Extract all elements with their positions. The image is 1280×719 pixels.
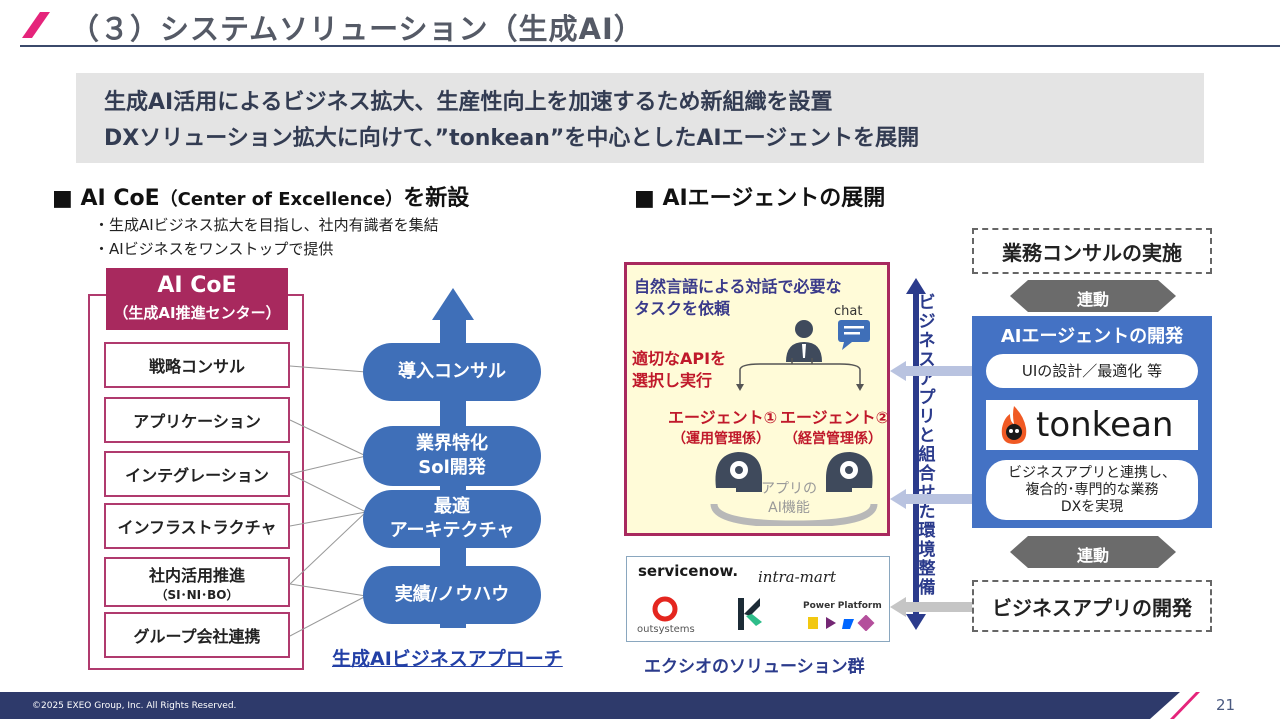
header-slash-icon — [22, 12, 50, 38]
heading-main: ■ AI CoE — [52, 186, 160, 211]
copyright: ©2025 EXEO Group, Inc. All Rights Reserv… — [32, 701, 237, 711]
bullet-2: ・AIビジネスをワンストップで提供 — [94, 240, 334, 258]
ui-design-pill: UIの設計／最適化 等 — [986, 354, 1198, 388]
routing-arrows — [736, 358, 864, 391]
banner-line-1: 生成AI活用によるビジネス拡大、生産性向上を加速するため新組織を設置 — [104, 90, 833, 115]
coe-item-internal: 社内活用推進 （SI･NI･BO） — [104, 557, 290, 607]
dx-desc-pill: ビジネスアプリと連携し、 複合的･専門的な業務 DXを実現 — [986, 460, 1198, 520]
outsystems-logo: outsystems — [637, 624, 695, 635]
coe-item-label: アプリケーション — [133, 412, 261, 431]
desc-line-1: ビジネスアプリと連携し、 — [1008, 464, 1176, 481]
pill-label-2: Sol開発 — [418, 457, 486, 478]
agent-1-label: エージェント① — [668, 408, 778, 427]
coe-item-sub: （SI･NI･BO） — [155, 587, 239, 602]
link-label-1: 連動 — [1076, 290, 1109, 309]
coe-item-label: グループ会社連携 — [133, 627, 261, 646]
coe-item-label: 戦略コンサル — [148, 357, 245, 376]
heading-paren: （Center of Excellence） — [159, 189, 404, 210]
environment-arrow — [906, 278, 926, 630]
brain-gear-icon-left — [715, 452, 762, 492]
left-section-heading: ■ AI CoE（Center of Excellence）を新設 — [52, 180, 469, 212]
tonkean-flame-icon — [1001, 406, 1027, 444]
servicenow-logo: servicenow. — [638, 562, 739, 580]
pill-consulting: 導入コンサル — [363, 343, 541, 401]
summary-banner: 生成AI活用によるビジネス拡大、生産性向上を加速するため新組織を設置 DXソリュ… — [76, 73, 1204, 163]
coe-item-label: 社内活用推進 — [148, 565, 245, 585]
page-number: 21 — [1216, 696, 1236, 714]
task-text: 自然言語による対話で必要な タスクを依頼 — [634, 276, 842, 320]
k-logo-icon — [738, 598, 762, 630]
brain-gear-icon-right — [826, 452, 873, 492]
api-text: 適切なAPIを 選択し実行 — [632, 348, 726, 392]
footer-slash-icon — [1150, 692, 1200, 719]
pill-label: 導入コンサル — [398, 361, 506, 382]
pill-label-2: アーキテクチャ — [389, 520, 515, 541]
pill-label: 実績/ノウハウ — [394, 584, 510, 605]
api-line-2: 選択し実行 — [632, 371, 713, 390]
consulting-box: 業務コンサルの実施 — [972, 228, 1212, 274]
approach-label: 生成AIビジネスアプローチ — [332, 648, 563, 670]
agent-2-label: エージェント② — [780, 408, 890, 427]
agent-2: エージェント② （経営管理係） — [780, 404, 890, 448]
right-section-heading: ■ AIエージェントの展開 — [634, 186, 886, 211]
coe-item-infrastructure: インフラストラクチャ — [104, 503, 290, 549]
banner-line-2: DXソリューション拡大に向けて、”tonkean”を中心としたAIエージェントを… — [104, 126, 920, 151]
powerplatform-icons — [808, 615, 875, 631]
chat-icon — [838, 320, 870, 350]
coe-item-label: インフラストラクチャ — [117, 518, 277, 537]
agent-dev-title: AIエージェントの開発 — [1000, 326, 1184, 347]
pill-industry: 業界特化 Sol開発 — [363, 426, 541, 486]
pill-label: 最適 — [434, 496, 470, 517]
footer-bar — [0, 692, 1200, 719]
pill-knowhow: 実績/ノウハウ — [363, 566, 541, 624]
intramart-logo: intra-mart — [758, 568, 837, 586]
link-arrow-2 — [1010, 536, 1176, 568]
bizapp-dev-box: ビジネスアプリの開発 — [972, 580, 1212, 632]
outsystems-icon — [652, 596, 678, 622]
ai-function-label: アプリの AI機能 — [756, 480, 822, 518]
chat-label: chat — [834, 304, 863, 319]
desc-line-2: 複合的･専門的な業務 — [1025, 481, 1159, 498]
solutions-label: エクシオのソリューション群 — [644, 657, 865, 677]
coe-item-application: アプリケーション — [104, 397, 290, 443]
coe-item-group: グループ会社連携 — [104, 612, 290, 658]
coe-item-label: インテグレーション — [125, 466, 269, 485]
coe-item-strategy: 戦略コンサル — [104, 342, 290, 388]
person-icon — [786, 320, 822, 362]
header-divider — [20, 45, 1280, 47]
link-arrow-1 — [1010, 280, 1176, 312]
coe-item-integration: インテグレーション — [104, 451, 290, 497]
heading-tail: を新設 — [403, 186, 470, 211]
page-title: （３）システムソリューション（生成AI） — [70, 12, 644, 46]
ai-func-line-2: AI機能 — [768, 500, 810, 516]
ai-function-graphic — [710, 452, 878, 526]
pill-architecture: 最適アーキテクチャ — [363, 490, 541, 548]
link-arrows — [890, 361, 974, 617]
tonkean-logo: tonkean — [1036, 405, 1174, 445]
agent-1-sub: （運用管理係） — [672, 431, 770, 447]
coe-subtitle: （生成AI推進センター） — [113, 304, 281, 322]
desc-line-3: DXを実現 — [1060, 498, 1124, 515]
ai-func-line-1: アプリの — [761, 481, 817, 497]
agent-1: エージェント① （運用管理係） — [668, 404, 778, 448]
powerplatform-logo: Power Platform — [803, 601, 882, 611]
bullet-1: ・生成AIビジネス拡大を目指し、社内有識者を集結 — [94, 216, 439, 234]
api-line-1: 適切なAPIを — [632, 349, 727, 368]
pill-label: 業界特化 — [416, 433, 488, 454]
coe-header: AI CoE （生成AI推進センター） — [106, 268, 288, 330]
task-line-2: タスクを依頼 — [634, 299, 731, 318]
link-label-2: 連動 — [1076, 546, 1109, 565]
task-line-1: 自然言語による対話で必要な — [634, 277, 842, 296]
coe-title: AI CoE — [157, 273, 237, 298]
agent-2-sub: （経営管理係） — [784, 431, 882, 447]
